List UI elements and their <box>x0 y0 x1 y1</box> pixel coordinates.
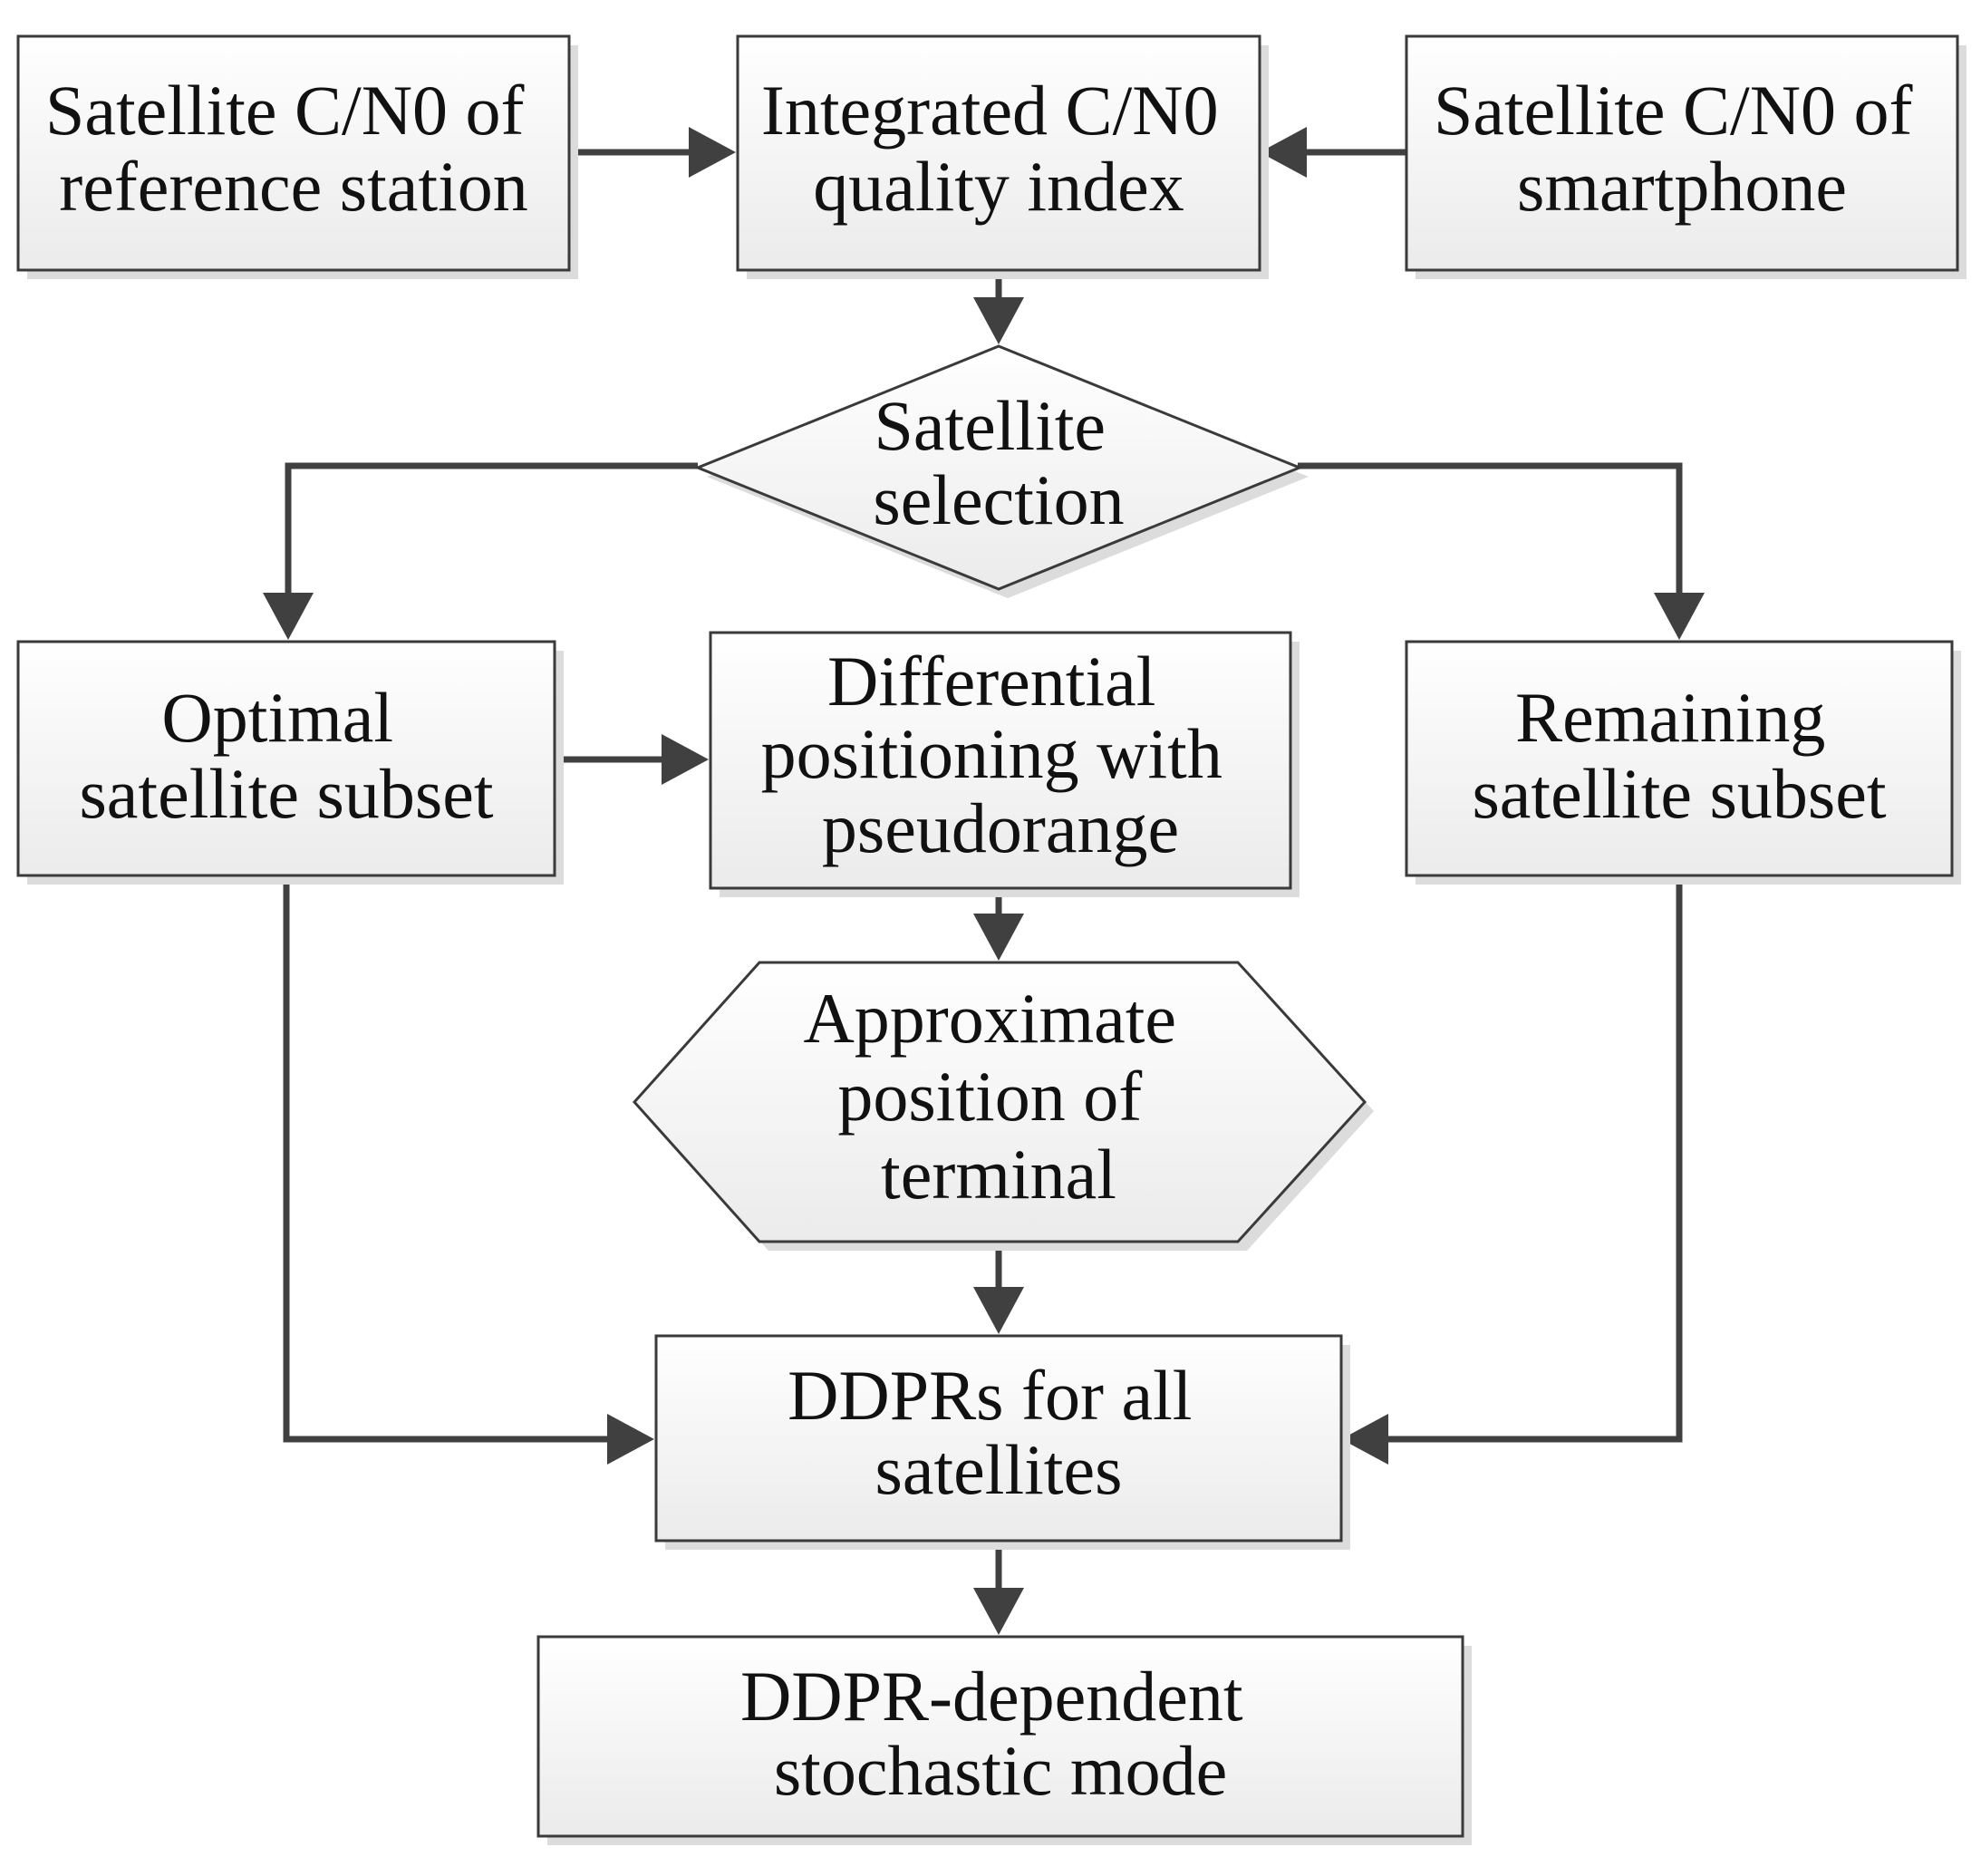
node-differential-positioning: Differential positioning with pseudorang… <box>709 631 1300 897</box>
ddprs-line-1: DDPRs for all <box>788 1356 1192 1435</box>
remaining-subset-text: Remaining satellite subset <box>1472 678 1886 833</box>
smartphone-line-2: smartphone <box>1517 147 1847 226</box>
arrow-selection-to-remaining <box>1298 462 1705 640</box>
stochastic-mode-line-2: stochastic mode <box>774 1731 1227 1810</box>
satellite-selection-text: Satellite selection <box>873 386 1124 539</box>
quality-index-line-1: Integrated C/N0 <box>761 71 1219 150</box>
differential-positioning-text: Differential positioning with pseudorang… <box>761 642 1241 867</box>
node-approximate-position: Approximate position of terminal <box>632 961 1374 1251</box>
arrow-ref-to-quality <box>565 127 736 178</box>
quality-index-text: Integrated C/N0 quality index <box>761 71 1236 226</box>
node-stochastic-mode: DDPR-dependent stochastic mode <box>536 1635 1472 1845</box>
connectors <box>263 127 1705 1635</box>
node-quality-index: Integrated C/N0 quality index <box>736 34 1269 279</box>
remaining-subset-line-1: Remaining <box>1515 678 1825 757</box>
ddprs-text: DDPRs for all satellites <box>788 1356 1210 1509</box>
satellite-selection-line-2: selection <box>873 460 1124 539</box>
arrow-approx-to-ddprs <box>973 1240 1024 1334</box>
arrow-optimal-to-differential <box>555 734 709 785</box>
differential-positioning-line-2: positioning with <box>761 714 1222 793</box>
ddprs-line-2: satellites <box>875 1430 1123 1509</box>
arrow-selection-to-optimal <box>263 462 698 640</box>
reference-station-line-1: Satellite C/N0 of <box>45 71 525 150</box>
arrow-ddprs-to-stochastic <box>973 1541 1024 1635</box>
quality-index-line-2: quality index <box>813 147 1184 226</box>
node-remaining-subset: Remaining satellite subset <box>1405 640 1961 885</box>
optimal-subset-text: Optimal satellite subset <box>79 678 493 833</box>
approximate-position-line-3: terminal <box>881 1135 1116 1214</box>
reference-station-line-2: reference station <box>59 147 528 226</box>
node-smartphone: Satellite C/N0 of smartphone <box>1405 34 1967 279</box>
approximate-position-line-1: Approximate <box>803 979 1176 1058</box>
arrow-quality-to-selection <box>973 268 1024 344</box>
node-reference-station: Satellite C/N0 of reference station <box>16 34 578 279</box>
stochastic-mode-line-1: DDPR-dependent <box>740 1657 1243 1736</box>
optimal-subset-line-1: Optimal <box>161 678 393 757</box>
reference-station-text: Satellite C/N0 of reference station <box>45 71 542 226</box>
arrow-optimal-to-ddprs <box>283 875 654 1465</box>
node-optimal-subset: Optimal satellite subset <box>16 640 564 885</box>
approximate-position-line-2: position of <box>837 1057 1142 1136</box>
differential-positioning-line-1: Differential <box>827 642 1155 720</box>
differential-positioning-line-3: pseudorange <box>822 788 1179 867</box>
arrow-smartphone-to-quality <box>1260 127 1406 178</box>
satellite-selection-line-1: Satellite <box>874 386 1106 465</box>
optimal-subset-line-2: satellite subset <box>79 754 493 833</box>
node-satellite-selection: Satellite selection <box>693 344 1309 598</box>
smartphone-text: Satellite C/N0 of smartphone <box>1434 71 1930 226</box>
remaining-subset-line-2: satellite subset <box>1472 754 1886 833</box>
node-ddprs: DDPRs for all satellites <box>654 1334 1350 1550</box>
arrow-remaining-to-ddprs <box>1341 875 1683 1465</box>
approximate-position-text: Approximate position of terminal <box>803 979 1193 1214</box>
stochastic-mode-text: DDPR-dependent stochastic mode <box>740 1657 1261 1810</box>
smartphone-line-1: Satellite C/N0 of <box>1434 71 1913 150</box>
